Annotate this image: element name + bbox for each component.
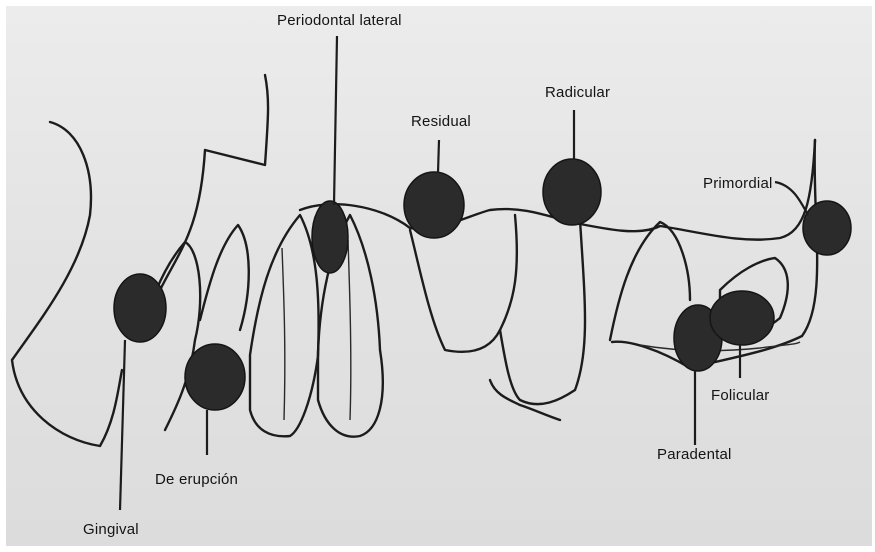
leader-residual xyxy=(438,140,439,173)
cyst-de-erupcion xyxy=(185,344,245,410)
jaw-outline-left xyxy=(12,122,122,446)
cyst-residual xyxy=(404,172,464,238)
tooth-molar-3 xyxy=(500,220,585,404)
cyst-folicular xyxy=(710,291,774,345)
tooth-impacted-root xyxy=(490,380,560,420)
label-gingival: Gingival xyxy=(83,521,139,538)
leader-periodontal-lateral xyxy=(334,36,337,205)
label-primordial: Primordial xyxy=(703,175,773,192)
cyst-gingival xyxy=(114,274,166,342)
label-paradental: Paradental xyxy=(657,446,732,463)
cyst-primordial xyxy=(803,201,851,255)
cyst-radicular xyxy=(543,159,601,225)
leader-primordial xyxy=(775,182,808,215)
label-de-erupcion: De erupción xyxy=(155,471,238,488)
label-residual: Residual xyxy=(411,113,471,130)
tooth-detail-1 xyxy=(282,248,285,420)
label-radicular: Radicular xyxy=(545,84,610,101)
gum-line xyxy=(160,75,268,290)
tooth-detail-2 xyxy=(348,240,351,420)
tooth-premolar-1 xyxy=(200,225,249,330)
cyst-periodontal-lateral xyxy=(312,201,348,273)
label-periodontal-lateral: Periodontal lateral xyxy=(277,12,402,29)
leader-gingival xyxy=(120,340,125,510)
label-folicular: Folicular xyxy=(711,387,769,404)
